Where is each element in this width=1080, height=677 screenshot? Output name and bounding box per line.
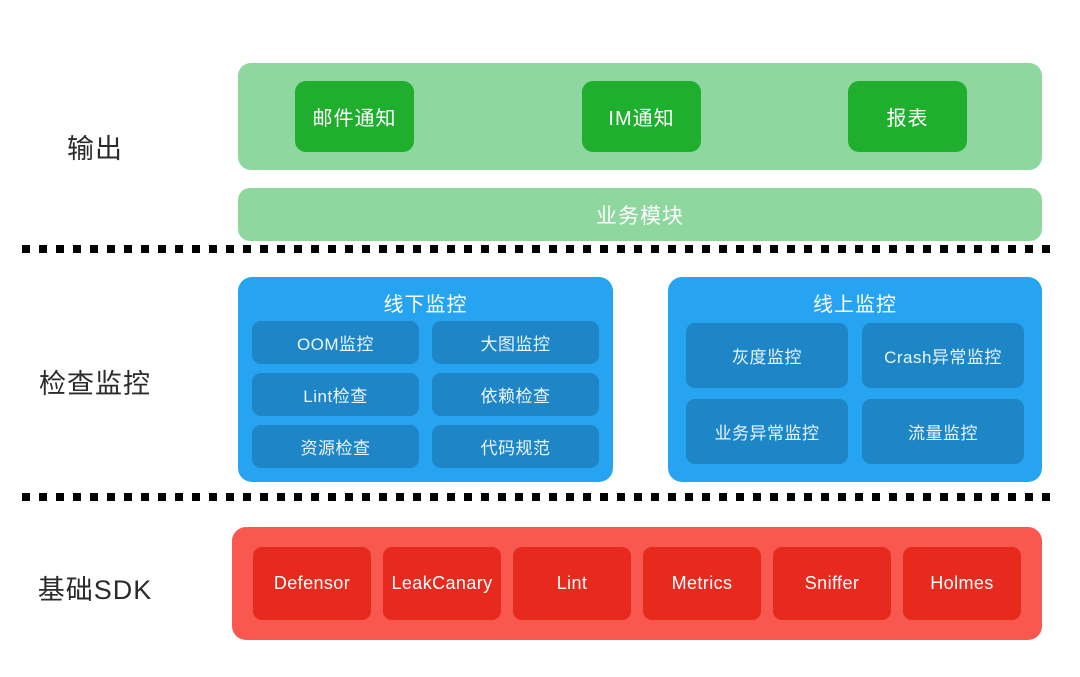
sdk-chip-defensor[interactable]: Defensor xyxy=(253,547,371,620)
monitor-online-chip-grid: 灰度监控 Crash异常监控 业务异常监控 流量监控 xyxy=(686,323,1024,464)
monitor-panel-online: 线上监控 灰度监控 Crash异常监控 业务异常监控 流量监控 xyxy=(668,277,1042,482)
row-label-base-sdk: 基础SDK xyxy=(37,575,153,605)
monitor-panel-offline-title: 线下监控 xyxy=(383,294,468,316)
output-chip-report[interactable]: 报表 xyxy=(848,81,967,152)
sdk-chip-strip: Defensor LeakCanary Lint Metrics Sniffer… xyxy=(253,547,1021,620)
sdk-chip-leakcanary[interactable]: LeakCanary xyxy=(383,547,501,620)
divider-monitor-sdk xyxy=(22,493,1058,501)
sdk-chip-sniffer[interactable]: Sniffer xyxy=(773,547,891,620)
monitor-chip-dependency-check[interactable]: 依赖检查 xyxy=(432,373,599,416)
sdk-chip-holmes[interactable]: Holmes xyxy=(903,547,1021,620)
monitor-chip-crash-exception[interactable]: Crash异常监控 xyxy=(862,323,1024,388)
monitor-chip-resource-check[interactable]: 资源检查 xyxy=(252,425,419,468)
output-band: 邮件通知 IM通知 报表 xyxy=(238,63,1042,170)
row-label-check-monitor: 检查监控 xyxy=(39,369,151,399)
monitor-offline-chip-grid: OOM监控 大图监控 Lint检查 依赖检查 资源检查 代码规范 xyxy=(252,321,599,468)
monitor-panel-online-title: 线上监控 xyxy=(813,294,897,316)
monitor-panel-offline: 线下监控 OOM监控 大图监控 Lint检查 依赖检查 资源检查 代码规范 xyxy=(238,277,613,482)
monitor-chip-large-image[interactable]: 大图监控 xyxy=(432,321,599,364)
row-label-output: 输出 xyxy=(67,134,123,164)
monitor-chip-business-exception[interactable]: 业务异常监控 xyxy=(686,399,848,464)
output-business-module-bar[interactable]: 业务模块 xyxy=(238,188,1042,241)
sdk-chip-lint[interactable]: Lint xyxy=(513,547,631,620)
output-chip-email-notification[interactable]: 邮件通知 xyxy=(295,81,414,152)
sdk-chip-metrics[interactable]: Metrics xyxy=(643,547,761,620)
monitor-chip-traffic[interactable]: 流量监控 xyxy=(862,399,1024,464)
divider-output-monitor xyxy=(22,245,1058,253)
output-chip-im-notification[interactable]: IM通知 xyxy=(582,81,701,152)
monitor-chip-oom[interactable]: OOM监控 xyxy=(252,321,419,364)
sdk-band: Defensor LeakCanary Lint Metrics Sniffer… xyxy=(232,527,1042,640)
monitor-chip-lint-check[interactable]: Lint检查 xyxy=(252,373,419,416)
monitor-chip-code-standard[interactable]: 代码规范 xyxy=(432,425,599,468)
monitor-chip-gray-release[interactable]: 灰度监控 xyxy=(686,323,848,388)
